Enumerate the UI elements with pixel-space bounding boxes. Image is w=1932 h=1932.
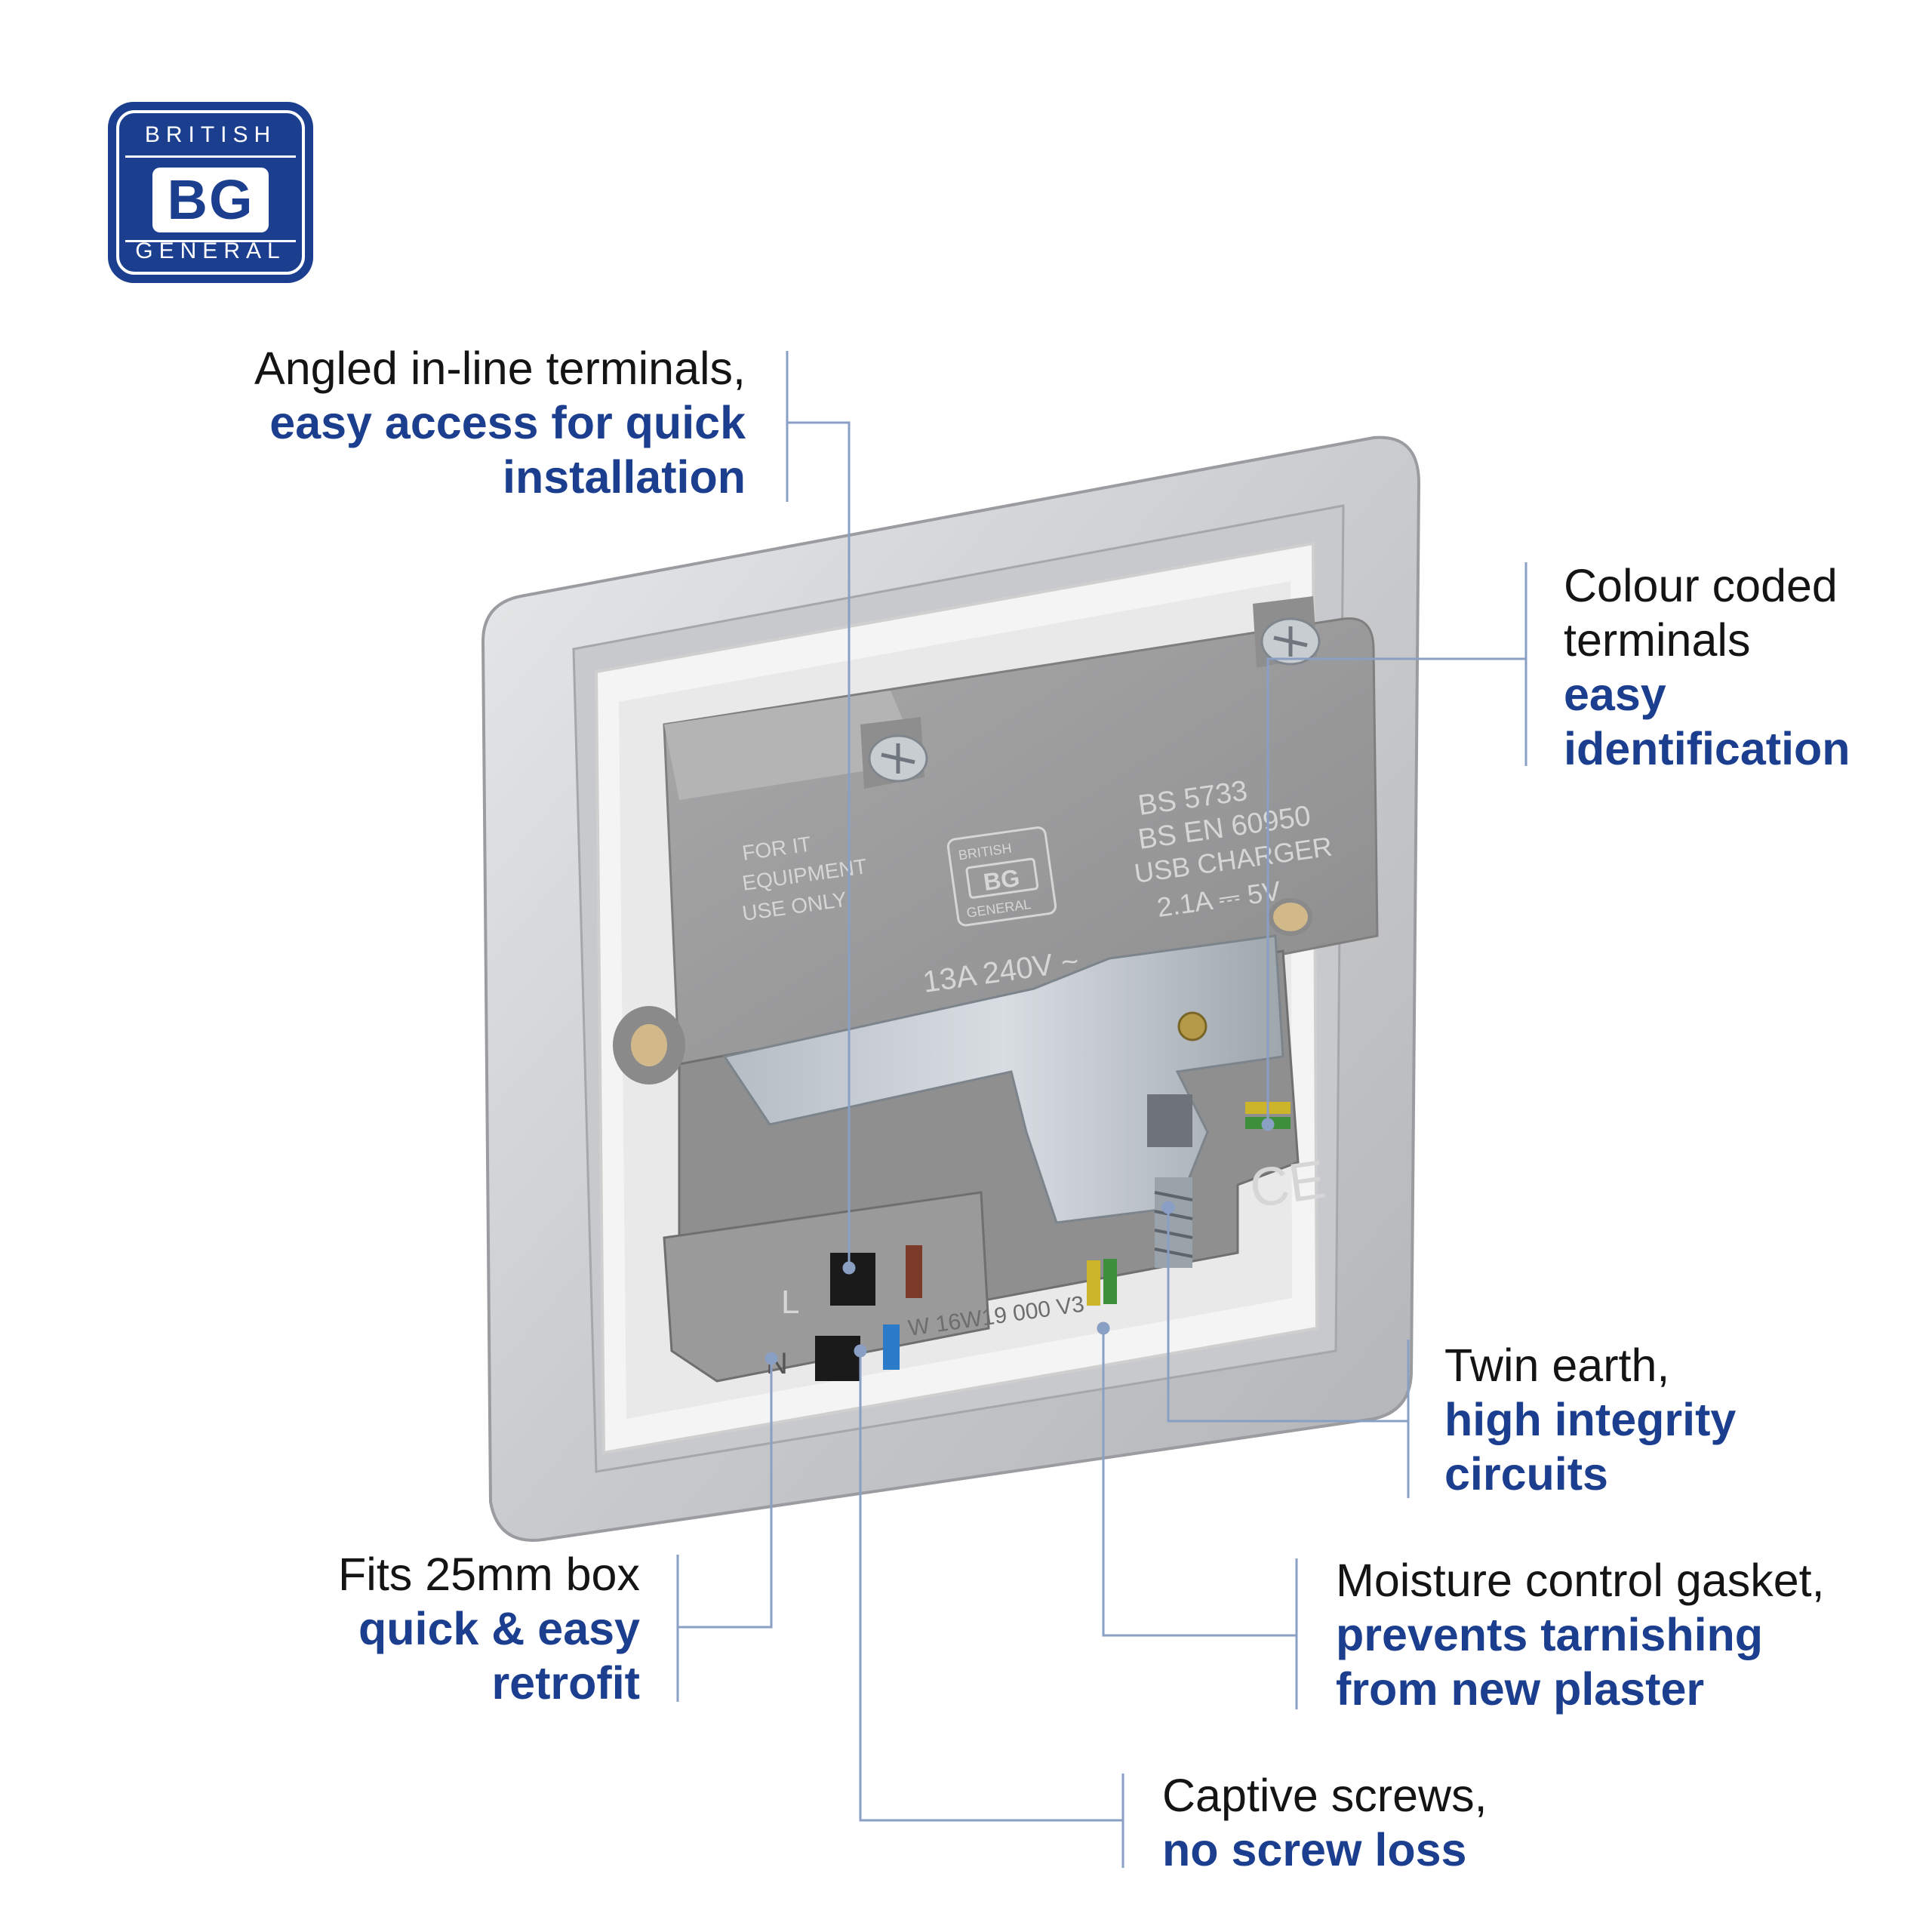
green-yellow-marker-lower-2: [1103, 1259, 1117, 1304]
callout-terminals-line1: Angled in-line terminals,: [254, 343, 746, 394]
callout-twin-earth: Twin earth, high integrity circuits: [1444, 1338, 1867, 1501]
callout-screws-line2: no screw loss: [1162, 1824, 1467, 1875]
callout-captive-screws: Captive screws, no screw loss: [1162, 1768, 1615, 1877]
fixing-hole-left: [613, 1006, 685, 1084]
callout-terminals-line2: easy access for quick: [269, 397, 746, 448]
callout-box-line3: retrofit: [491, 1657, 640, 1709]
callout-gasket-line2: prevents tarnishing: [1336, 1609, 1764, 1660]
brown-marker: [906, 1245, 922, 1298]
ce-mark: CE: [1246, 1149, 1329, 1220]
callout-terminals-line3: installation: [503, 451, 746, 503]
green-yellow-marker-upper-1: [1245, 1102, 1291, 1114]
callout-earth-line1: Twin earth,: [1444, 1340, 1670, 1391]
logo-bottom-text: GENERAL: [135, 238, 286, 263]
terminal-N-label: N: [766, 1347, 788, 1380]
logo-mark: BG: [152, 168, 269, 232]
callout-earth-line2: high integrity: [1444, 1394, 1737, 1445]
callout-colour-line4: identification: [1564, 723, 1850, 774]
callout-box-line1: Fits 25mm box: [338, 1549, 640, 1600]
callout-gasket-line3: from new plaster: [1336, 1663, 1705, 1715]
callout-colour-line3: easy: [1564, 669, 1666, 720]
terminal-N: [815, 1336, 860, 1381]
captive-screw-right: [1253, 596, 1321, 668]
callout-colour-line2: terminals: [1564, 614, 1751, 666]
logo-top-text: BRITISH: [144, 122, 277, 147]
earth-bracket: [722, 934, 1284, 1224]
blue-marker: [883, 1324, 900, 1370]
callout-screws-line1: Captive screws,: [1162, 1770, 1487, 1821]
callout-colour-line1: Colour coded: [1564, 560, 1838, 611]
green-yellow-marker-lower-1: [1087, 1260, 1100, 1306]
callout-box-line2: quick & easy: [358, 1603, 640, 1654]
callout-colour-coded: Colour coded terminals easy identificati…: [1564, 558, 1881, 776]
logo-border: BRITISH BG GENERAL: [116, 110, 305, 275]
callout-angled-terminals: Angled in-line terminals, easy access fo…: [181, 341, 746, 504]
captive-screw-left: [860, 717, 928, 789]
callout-gasket-line1: Moisture control gasket,: [1336, 1555, 1825, 1606]
logo-rule-top: [125, 155, 296, 158]
bracket-screw: [1177, 1011, 1208, 1041]
callout-moisture-gasket: Moisture control gasket, prevents tarnis…: [1336, 1553, 1909, 1716]
green-yellow-marker-upper-2: [1245, 1117, 1291, 1129]
callout-earth-line3: circuits: [1444, 1448, 1608, 1500]
callout-fits-box: Fits 25mm box quick & easy retrofit: [226, 1547, 640, 1710]
mini-logo-mark: BG: [982, 864, 1022, 896]
british-general-logo: BRITISH BG GENERAL: [108, 102, 313, 283]
terminal-L: [830, 1253, 875, 1306]
logo-rule-bottom: [125, 240, 296, 242]
terminal-L-label: L: [781, 1284, 799, 1321]
